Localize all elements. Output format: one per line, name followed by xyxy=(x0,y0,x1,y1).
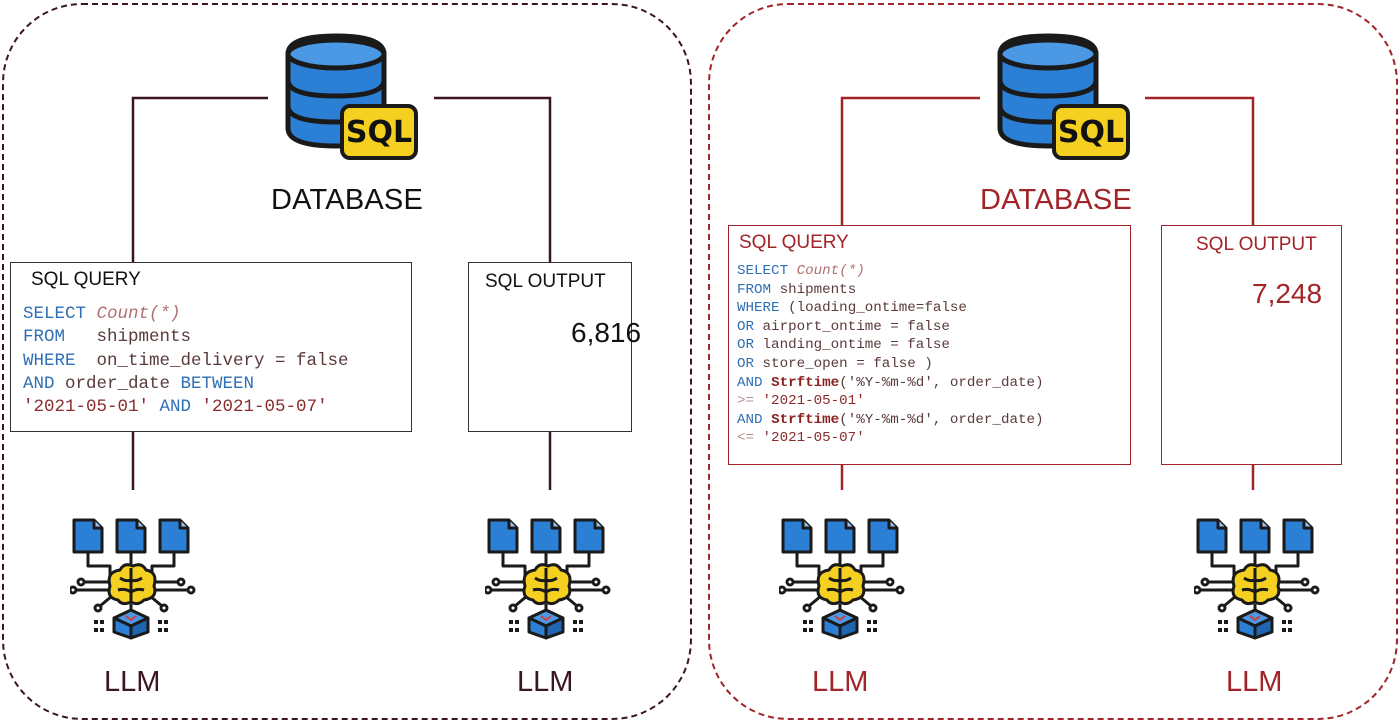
sql-token: FROM xyxy=(737,281,780,298)
sql-token: Count xyxy=(96,304,150,324)
sql-token: '2021-05-07' xyxy=(762,430,865,447)
sql-token: shipments xyxy=(96,327,192,348)
sql-code-line: <= '2021-05-07' xyxy=(737,429,1044,448)
sql-code-line: OR store_open = false ) xyxy=(737,355,1044,374)
left-output-wire-top xyxy=(434,96,552,262)
sql-token: (*) xyxy=(839,263,865,279)
database-label: DATABASE xyxy=(980,184,1133,216)
llm-label: LLM xyxy=(812,666,869,698)
left-panel xyxy=(2,3,692,720)
llm-label: LLM xyxy=(517,666,574,698)
sql-token: WHERE xyxy=(737,300,789,317)
sql-token: on_time_delivery = false xyxy=(96,350,349,371)
sql-token: OR xyxy=(737,318,763,335)
sql-token: >= xyxy=(737,393,763,410)
sql-token: OR xyxy=(737,355,763,372)
sql-token: (*) xyxy=(149,304,181,324)
sql-token: Count xyxy=(796,263,840,279)
sql-token: '2021-05-01' xyxy=(762,393,865,410)
llm-icon xyxy=(779,516,905,640)
sql-code-line: FROM shipments xyxy=(737,281,1044,300)
db-badge-text: SQL xyxy=(1058,115,1124,150)
sql-token: AND xyxy=(737,411,772,428)
sql-code-line: AND Strftime('%Y-%m-%d', order_date) xyxy=(737,411,1044,430)
llm-icon xyxy=(70,516,196,640)
sql-query-title: SQL QUERY xyxy=(739,232,849,253)
right-panel xyxy=(708,3,1398,720)
sql-output-value: 7,248 xyxy=(1252,278,1323,309)
llm-label: LLM xyxy=(104,666,161,698)
llm-icon xyxy=(1194,516,1320,640)
sql-output-box: SQL OUTPUT 6,816 xyxy=(468,262,641,432)
left-query-wire-top xyxy=(131,96,268,262)
sql-token: AND xyxy=(149,397,202,418)
sql-token: Strftime xyxy=(771,374,840,391)
sql-code-line: WHERE on_time_delivery = false xyxy=(23,350,349,373)
sql-token: FROM xyxy=(23,327,97,348)
sql-code-line: '2021-05-01' AND '2021-05-07' xyxy=(23,396,349,419)
sql-token: ('%Y-%m-%d', order_date) xyxy=(839,374,1044,391)
sql-code-line: AND Strftime('%Y-%m-%d', order_date) xyxy=(737,374,1044,393)
sql-token: SELECT xyxy=(23,304,97,324)
sql-code-line: WHERE (loading_ontime=false xyxy=(737,299,1044,318)
database-label: DATABASE xyxy=(271,184,424,216)
sql-output-box: SQL OUTPUT 7,248 xyxy=(1161,225,1342,465)
sql-code-line: AND order_date BETWEEN xyxy=(23,373,349,396)
sql-token: <= xyxy=(737,430,763,447)
right-output-wire-top xyxy=(1145,96,1255,225)
sql-token: shipments xyxy=(779,281,857,298)
sql-token: ('%Y-%m-%d', order_date) xyxy=(839,411,1044,428)
sql-token: WHERE xyxy=(23,350,97,371)
sql-token: landing_ontime = false xyxy=(762,337,950,354)
sql-token: AND xyxy=(23,373,66,394)
sql-token: Strftime xyxy=(771,411,840,428)
sql-code-line: >= '2021-05-01' xyxy=(737,392,1044,411)
sql-code-line: FROM shipments xyxy=(23,326,349,349)
llm-icon xyxy=(485,516,611,640)
sql-code-line: SELECT Count(*) xyxy=(737,262,1044,281)
right-query-wire-top xyxy=(840,96,980,225)
sql-query-title: SQL QUERY xyxy=(31,269,141,290)
sql-code-line: OR landing_ontime = false xyxy=(737,336,1044,355)
db-badge-text: SQL xyxy=(346,115,412,150)
sql-token: airport_ontime = false xyxy=(762,318,950,335)
sql-token: OR xyxy=(737,337,763,354)
sql-output-title: SQL OUTPUT xyxy=(1196,234,1317,255)
sql-code-line: OR airport_ontime = false xyxy=(737,318,1044,337)
sql-token: BETWEEN xyxy=(180,373,255,394)
llm-label: LLM xyxy=(1226,666,1283,698)
sql-token: AND xyxy=(737,374,772,391)
database-icon: SQL xyxy=(285,33,418,160)
sql-token: SELECT xyxy=(737,263,797,279)
sql-token: (loading_ontime=false xyxy=(788,300,967,317)
sql-output-title: SQL OUTPUT xyxy=(485,271,606,292)
sql-token: store_open = false ) xyxy=(762,355,933,372)
sql-token: order_date xyxy=(65,373,181,394)
sql-token: '2021-05-07' xyxy=(201,397,328,418)
sql-code-line: SELECT Count(*) xyxy=(23,303,349,326)
sql-output-value: 6,816 xyxy=(571,317,642,348)
database-icon: SQL xyxy=(997,33,1130,160)
sql-token: '2021-05-01' xyxy=(23,397,150,418)
